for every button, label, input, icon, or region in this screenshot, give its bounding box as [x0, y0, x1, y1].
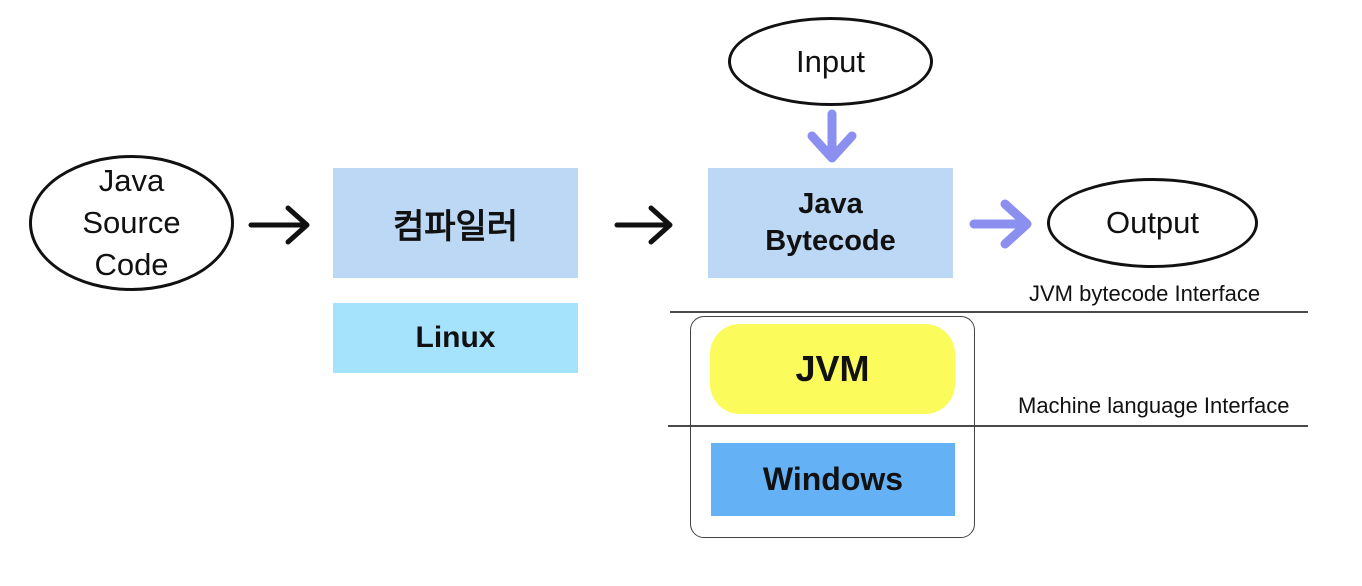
node-output: Output — [1047, 178, 1258, 268]
arrow-compiler-to-bytecode-icon — [614, 205, 673, 245]
compiler-label: 컴파일러 — [392, 207, 519, 246]
windows-label: Windows — [762, 461, 904, 497]
platform-container-outline — [690, 316, 975, 538]
arrow-source-to-compiler-icon — [248, 205, 310, 245]
arrow-bytecode-to-output-icon — [969, 199, 1032, 249]
jvm-label: JVM — [795, 348, 870, 389]
machine-language-interface-label: Machine language Interface — [1018, 393, 1290, 418]
java-source-code-label: Java Source Code — [82, 163, 181, 282]
linux-label: Linux — [415, 321, 496, 354]
node-java-source-code: Java Source Code — [29, 155, 234, 291]
input-label: Input — [796, 43, 865, 79]
node-compiler: 컴파일러 — [333, 168, 578, 278]
output-label: Output — [1105, 205, 1200, 240]
java-bytecode-label: Java Bytecode — [765, 188, 896, 257]
node-windows: Windows — [711, 443, 955, 516]
node-linux: Linux — [333, 303, 578, 373]
node-java-bytecode: Java Bytecode — [708, 168, 953, 278]
node-input: Input — [728, 17, 933, 106]
arrow-input-to-bytecode-icon — [807, 109, 857, 163]
jvm-bytecode-interface-label: JVM bytecode Interface — [1029, 281, 1261, 306]
node-jvm: JVM — [710, 324, 955, 414]
